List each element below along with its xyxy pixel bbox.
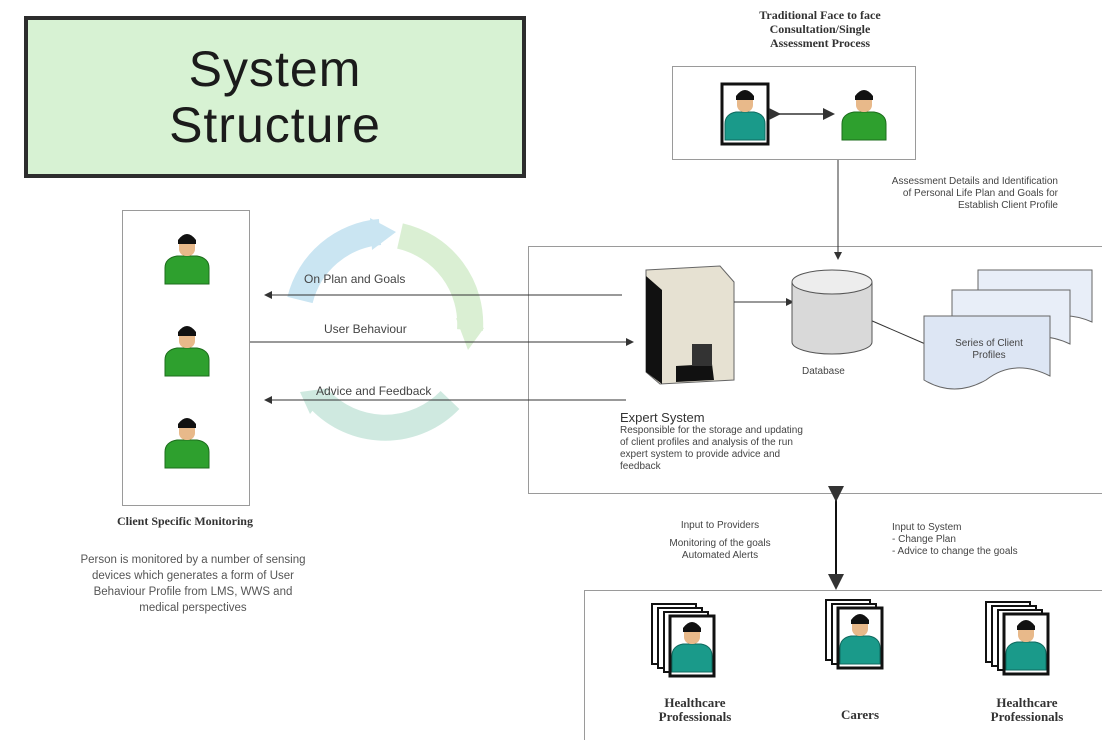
client-profiles-icon	[923, 269, 1093, 390]
expert-system-description-line: Responsible for the storage and updating	[620, 425, 803, 436]
expert-system-description-line: feedback	[620, 461, 661, 472]
carers-icon	[825, 599, 884, 670]
client-monitoring-description: Person is monitored by a number of sensi…	[28, 552, 358, 616]
client-monitoring-heading: Client Specific Monitoring	[117, 514, 253, 528]
flow-label-advice: Advice and Feedback	[316, 384, 432, 398]
provider-label-1: Healthcare Professionals	[620, 696, 770, 724]
provider-label-line: Professionals	[990, 709, 1064, 724]
client-person-icon	[164, 325, 210, 377]
provider-label-line: Carers	[840, 707, 880, 722]
server-icon	[645, 265, 735, 385]
clinician-portrait-icon	[720, 82, 770, 146]
expert-system-text: Expert System Responsible for the storag…	[620, 410, 900, 473]
client-profiles-label: Series of Client Profiles	[944, 338, 1034, 362]
provider-label-line: Healthcare	[664, 695, 726, 710]
provider-label-line: Professionals	[658, 709, 732, 724]
client-person-icon	[164, 417, 210, 469]
input-to-providers-line: Input to Providers	[680, 520, 760, 531]
database-profiles-connector	[869, 319, 931, 347]
flow-label-plan: On Plan and Goals	[304, 272, 406, 286]
input-to-system-line: - Advice to change the goals	[892, 546, 1018, 557]
flow-label-behaviour: User Behaviour	[324, 322, 407, 336]
client-person-icon	[164, 233, 210, 285]
traditional-heading-line: Traditional Face to face	[759, 8, 881, 22]
input-to-system-line: - Change Plan	[892, 534, 956, 545]
database-label: Database	[802, 366, 845, 377]
input-to-providers-line: Automated Alerts	[681, 550, 759, 561]
title-line-1: System	[188, 41, 362, 97]
provider-label-3: Healthcare Professionals	[952, 696, 1102, 724]
expert-system-description-line: of client profiles and analysis of the r…	[620, 437, 793, 448]
input-to-system: Input to System - Change Plan - Advice t…	[892, 522, 1092, 558]
healthcare-professionals-icon	[985, 601, 1050, 676]
client-profiles-label-line: Profiles	[972, 350, 1006, 361]
client-profiles-label-line: Series of Client	[955, 338, 1023, 349]
provider-label-2: Carers	[800, 708, 920, 722]
client-monitoring-description-line: Person is monitored by a number of sensi…	[80, 554, 306, 566]
expert-system-description-line: expert system to provide advice and	[620, 449, 781, 460]
traditional-heading-line: Assessment Process	[769, 36, 871, 50]
healthcare-professionals-icon	[651, 603, 716, 678]
client-monitoring-description-line: medical perspectives	[139, 602, 247, 614]
traditional-heading: Traditional Face to face Consultation/Si…	[690, 8, 950, 50]
assessment-note: Assessment Details and Identification of…	[858, 176, 1058, 212]
input-to-providers-line: Monitoring of the goals	[669, 538, 771, 549]
assessment-note-line: Establish Client Profile	[957, 200, 1058, 211]
assessment-note-line: of Personal Life Plan and Goals for	[902, 188, 1058, 199]
client-monitoring-description-line: devices which generates a form of User	[92, 570, 294, 582]
title-box: System Structure	[24, 16, 526, 178]
assessment-note-line: Assessment Details and Identification	[891, 176, 1058, 187]
input-to-system-line: Input to System	[892, 522, 962, 533]
expert-system-title: Expert System	[620, 410, 705, 425]
input-to-providers: Input to Providers Monitoring of the goa…	[630, 520, 810, 562]
cycle-arrows-icon	[287, 218, 484, 441]
client-person-icon	[841, 89, 887, 141]
traditional-heading-line: Consultation/Single	[769, 22, 871, 36]
provider-label-line: Healthcare	[996, 695, 1058, 710]
database-icon	[791, 269, 873, 355]
client-monitoring-description-line: Behaviour Profile from LMS, WWS and	[93, 586, 293, 598]
title-line-2: Structure	[169, 97, 381, 153]
